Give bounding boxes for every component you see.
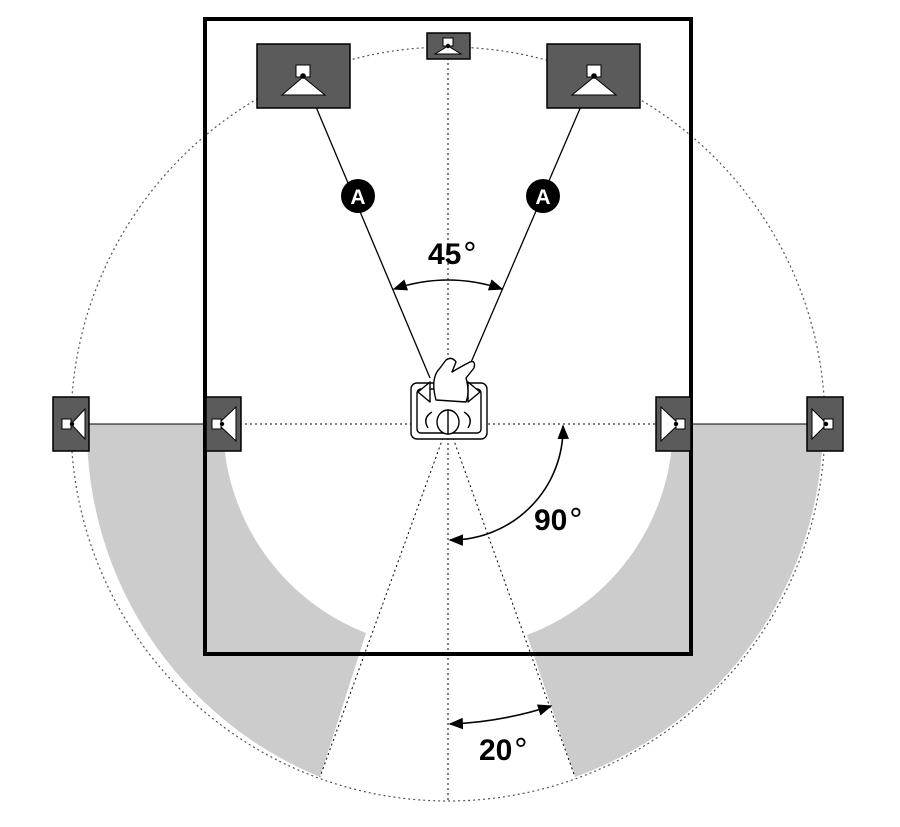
- room-outline: [203, 17, 693, 656]
- surround-zone-left: [86, 424, 366, 777]
- rear-boundary-line-left: [319, 423, 449, 778]
- speaker-surround-right-icon: [655, 396, 692, 452]
- speaker-surround-left-outer-icon: [52, 396, 90, 452]
- front-angle-label: 45°: [428, 237, 477, 272]
- side-angle-arc: [448, 424, 569, 546]
- speaker-surround-left-icon: [205, 396, 242, 452]
- front-right-distance-line: [465, 75, 595, 375]
- distance-marker-left: A: [341, 179, 375, 213]
- side-angle-label: 90°: [534, 503, 583, 538]
- front-left-distance-line: [302, 75, 431, 379]
- listener-in-chair-icon: [410, 357, 488, 440]
- front-angle-arc: [392, 279, 504, 291]
- rear-angle-arc: [448, 704, 553, 730]
- svg-text:A: A: [350, 186, 365, 209]
- speaker-surround-right-outer-icon: [806, 396, 844, 452]
- surround-zone-right: [527, 424, 823, 777]
- rear-boundary-line-right: [447, 423, 576, 778]
- speaker-front-left-icon: [256, 43, 351, 109]
- svg-text:A: A: [535, 186, 550, 209]
- speaker-center-icon: [426, 32, 471, 60]
- distance-marker-right: A: [526, 179, 560, 213]
- rear-angle-label: 20°: [479, 733, 528, 768]
- speaker-front-right-icon: [546, 43, 641, 109]
